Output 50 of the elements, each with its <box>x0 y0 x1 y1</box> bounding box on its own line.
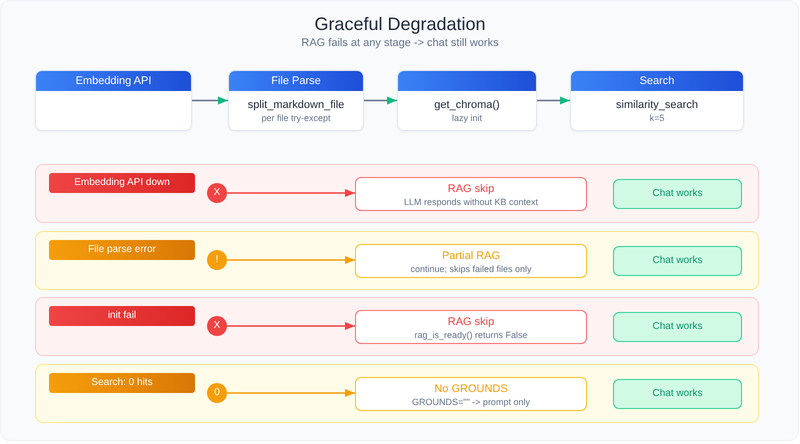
stage-card <box>570 70 744 131</box>
stage-card <box>228 70 364 131</box>
failure-tag: init fail <box>49 306 195 326</box>
status-box: Chat works <box>613 246 742 276</box>
arrow <box>364 96 397 104</box>
outcome-detail: LLM responds without KB context <box>404 196 538 208</box>
arrow <box>537 96 570 104</box>
failure-tag: Embedding API down <box>49 173 195 193</box>
arrow <box>227 322 355 330</box>
card-note: per file try-except <box>261 112 331 125</box>
scenario-band <box>35 164 759 223</box>
outcome-title: No GROUNDS <box>434 382 508 396</box>
failure-tag: File parse error <box>49 240 195 260</box>
card-text: similarity_search <box>616 98 698 112</box>
status-badge: X <box>207 316 227 336</box>
card-header: File Parse <box>229 71 363 91</box>
outcome-detail: GROUNDS="" -> prompt only <box>412 396 530 408</box>
failure-tag: Search: 0 hits <box>49 373 195 393</box>
card-header: Embedding API <box>36 71 191 91</box>
arrow <box>227 256 355 264</box>
outcome-box <box>355 177 587 211</box>
outcome-box <box>355 310 587 344</box>
outcome-title: Partial RAG <box>442 249 500 263</box>
status-box: Chat works <box>613 379 742 409</box>
stage-card <box>35 70 192 131</box>
scenario-band <box>35 364 759 423</box>
status-badge: X <box>207 183 227 203</box>
status-badge: ! <box>207 250 227 270</box>
arrow <box>227 389 355 397</box>
outcome-detail: rag_is_ready() returns False <box>414 329 528 341</box>
scenario-band <box>35 231 759 290</box>
diagram-title: Graceful Degradation <box>314 14 486 35</box>
card-note: lazy init <box>452 112 482 125</box>
card-note: k=5 <box>650 112 664 125</box>
outcome-title: RAG skip <box>448 315 494 329</box>
card-text: split_markdown_file <box>248 98 344 112</box>
card-header: Search <box>571 71 743 91</box>
stage-card <box>397 70 537 131</box>
diagram-subtitle: RAG fails at any stage -> chat still works <box>301 37 499 49</box>
card-text: get_chroma() <box>434 98 500 112</box>
outcome-box <box>355 377 587 411</box>
scenario-band <box>35 297 759 356</box>
outcome-detail: continue; skips failed files only <box>410 263 532 275</box>
arrow <box>227 189 355 197</box>
status-box: Chat works <box>613 312 742 342</box>
status-badge: 0 <box>207 383 227 403</box>
outcome-title: RAG skip <box>448 182 494 196</box>
status-box: Chat works <box>613 179 742 209</box>
arrow <box>192 96 228 104</box>
outcome-box <box>355 244 587 278</box>
